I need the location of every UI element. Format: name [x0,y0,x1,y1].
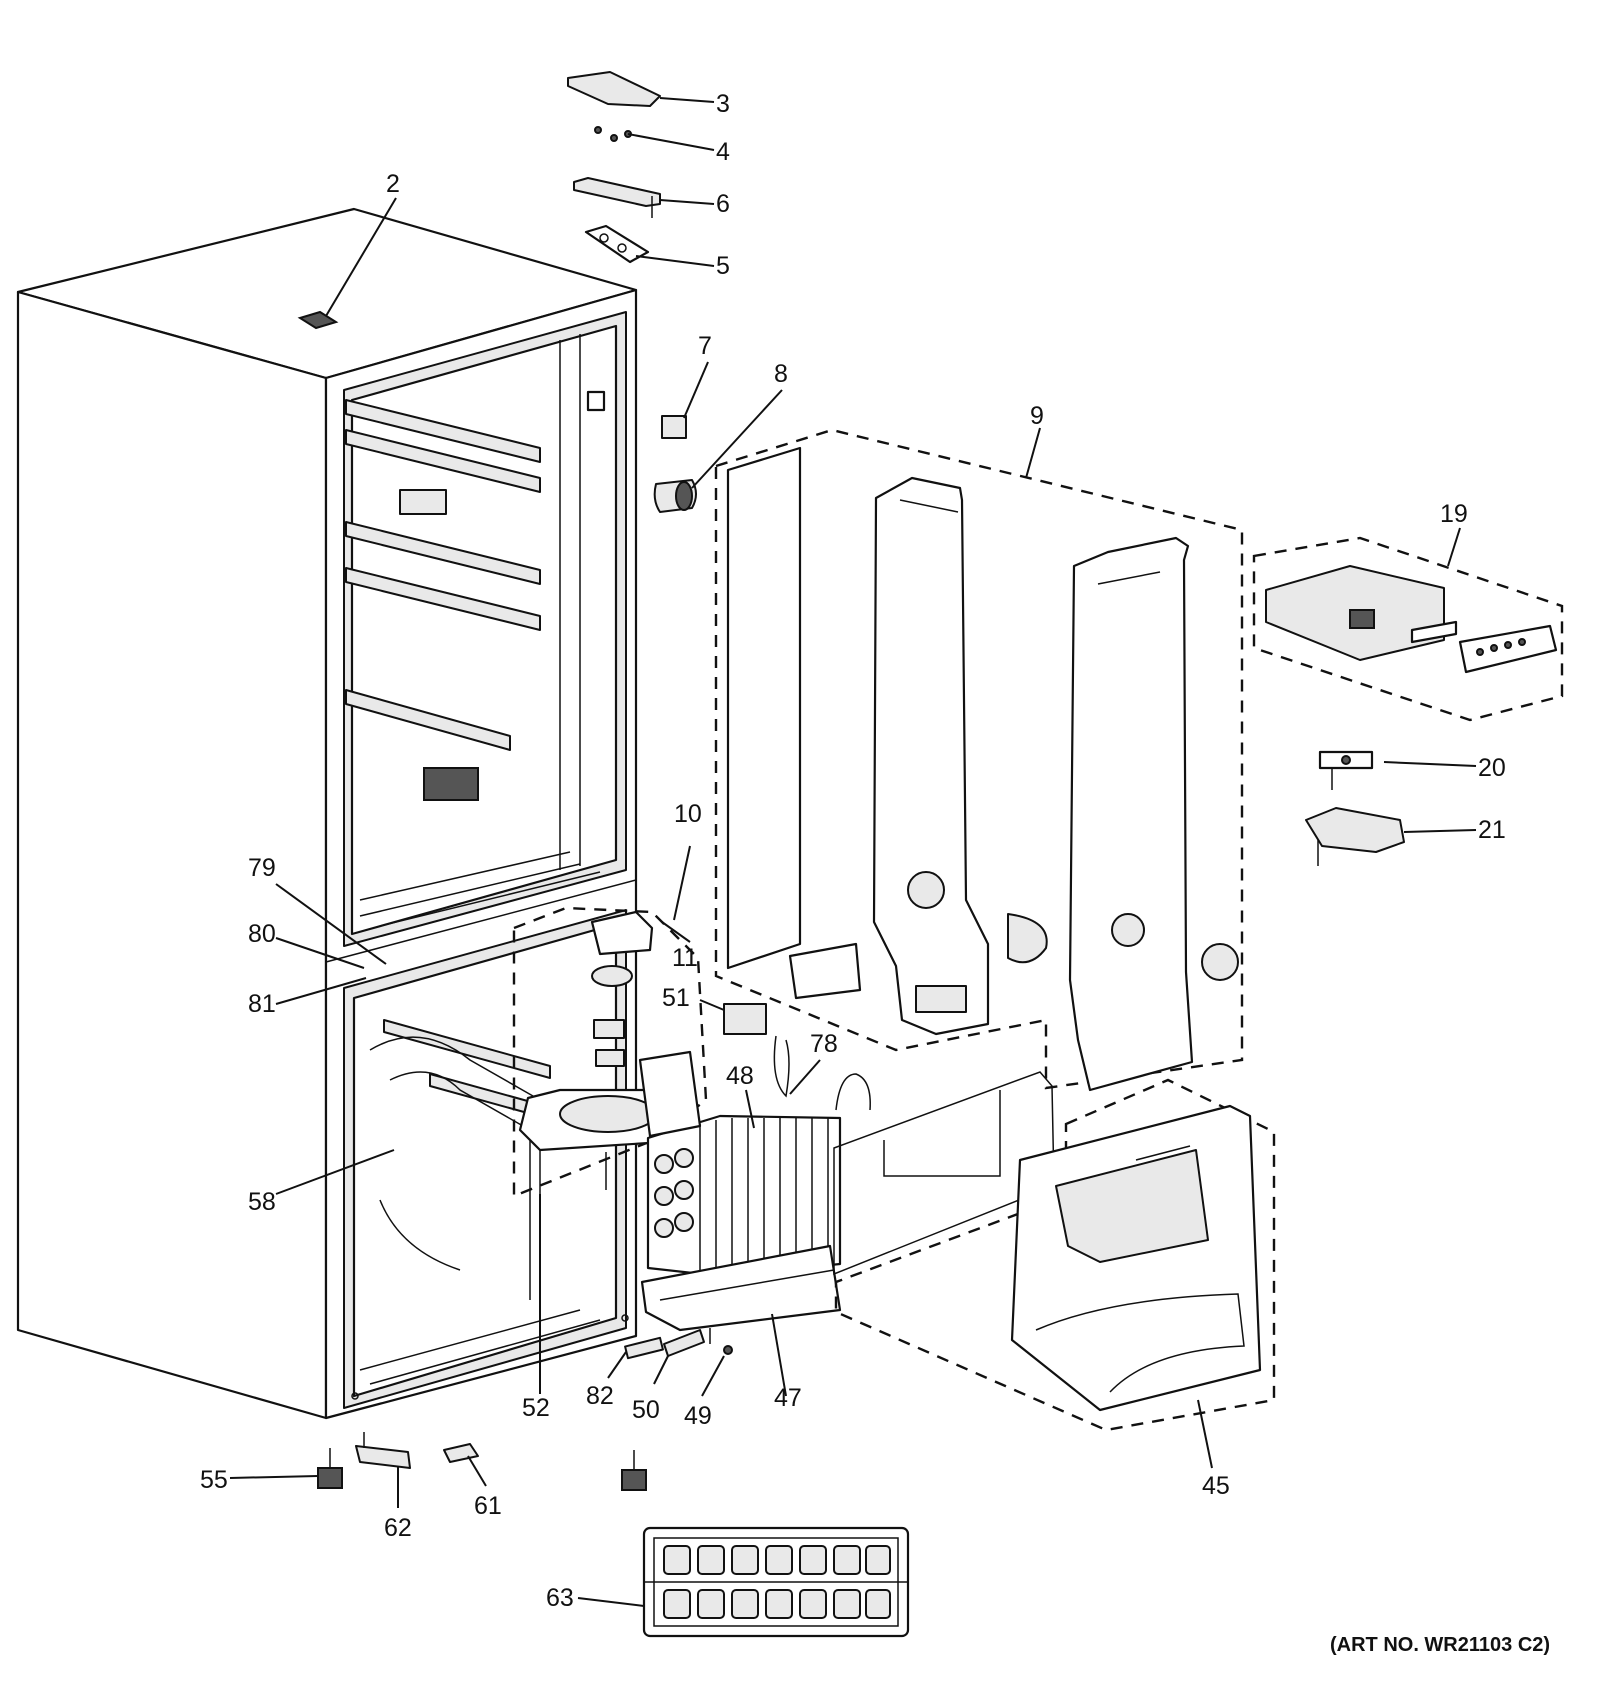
callout-81: 81 [248,990,276,1018]
callout-19: 19 [1440,500,1468,528]
panel-buttons [1476,638,1526,656]
relay-51 [723,1003,767,1035]
shelf-rails [345,399,541,751]
front-duct [872,476,990,1036]
callout-79: 79 [248,854,276,882]
screws-4 [594,126,632,142]
group-9-boundary [714,428,1244,1090]
callout-4: 4 [716,138,730,166]
leveling-leg [621,1450,647,1491]
callout-82: 82 [586,1382,614,1410]
callout-5: 5 [716,252,730,280]
callout-48: 48 [726,1062,754,1090]
top-hinge [573,177,661,207]
vent-grille [423,767,479,801]
callout-9: 9 [1030,402,1044,430]
rear-duct [1068,536,1194,1092]
fan-cap [1201,943,1239,981]
ice-tray-63 [642,1526,910,1638]
callout-7: 7 [698,332,712,360]
callout-51: 51 [662,984,690,1012]
leveling-leg-55 [317,1448,343,1489]
evaporator-cover [1010,1104,1262,1412]
callout-8: 8 [774,360,788,388]
callout-3: 3 [716,90,730,118]
refrigerator-cabinet [16,207,638,1420]
bottom-hinge-50 [663,1329,705,1357]
art-number: (ART NO. WR21103 C2) [1330,1634,1551,1656]
light-bracket [399,489,447,515]
bracket-61 [443,1443,479,1463]
hinge-cover [567,71,661,107]
callout-6: 6 [716,190,730,218]
drain-pan-47 [640,1244,842,1332]
floor-ridges [359,851,601,927]
callout-47: 47 [774,1384,802,1412]
callout-10: 10 [674,800,702,828]
bottom-hinge-62 [355,1432,411,1469]
callout-2: 2 [386,170,400,198]
callout-45: 45 [1202,1472,1230,1500]
heater-cover [833,1071,1055,1276]
callout-11: 11 [672,944,698,972]
screw-49 [723,1345,733,1355]
damper-7 [661,415,687,439]
callout-78: 78 [810,1030,838,1058]
top-hinge-cap [297,310,339,330]
callout-80: 80 [248,920,276,948]
group-52-boundary [512,906,708,1198]
callout-55: 55 [200,1466,228,1494]
hinge-plate-82 [624,1336,664,1360]
callout-61: 61 [474,1492,502,1520]
evaporator-48 [638,1050,842,1278]
group-19-boundary [1252,536,1564,722]
damper-flap [1007,913,1048,964]
callout-labels: 3 4 6 5 2 7 8 9 19 20 21 10 11 79 80 81 … [200,90,1506,1612]
callout-62: 62 [384,1514,412,1542]
leader-lines [229,97,1477,1607]
duct-bracket [788,942,862,1000]
callout-58: 58 [248,1188,276,1216]
tube-loop [835,1073,871,1111]
callout-63: 63 [546,1584,574,1612]
callout-20: 20 [1478,754,1506,782]
group-45-boundary [834,1078,1276,1432]
callout-21: 21 [1478,816,1506,844]
callout-52: 52 [522,1394,550,1422]
bracket-21 [1305,807,1405,853]
callout-49: 49 [684,1402,712,1430]
callout-50: 50 [632,1396,660,1424]
sensor-box [586,390,606,412]
wire-harness-78 [773,1035,790,1098]
foam-insulation [726,446,802,970]
